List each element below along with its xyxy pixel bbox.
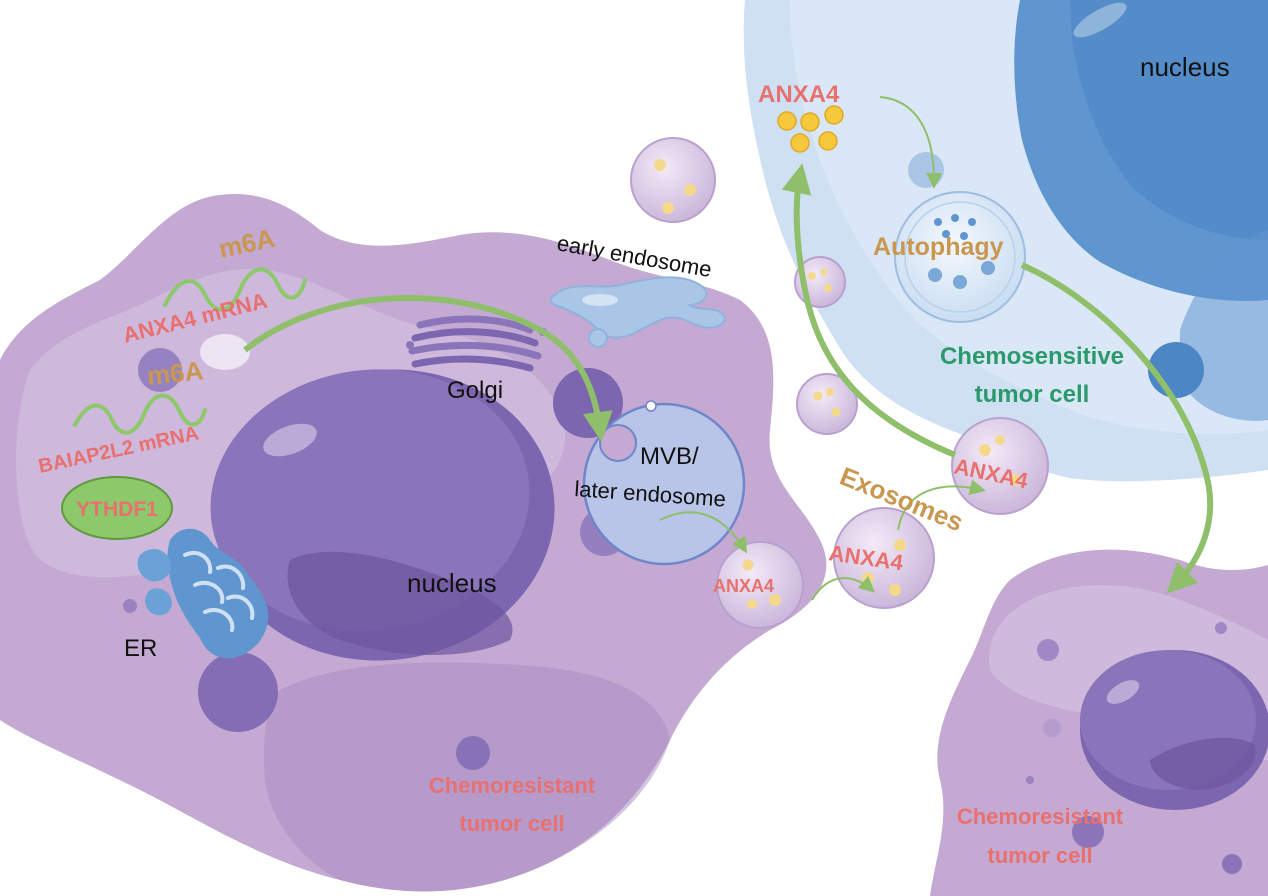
autophagosome [894, 191, 1026, 323]
arrow-autophagy-to-resistance [1020, 262, 1214, 594]
autophagy-label: Autophagy [873, 233, 1004, 261]
anxa4-particles [777, 105, 844, 153]
arrow-anxa4-to-autophagy [879, 96, 943, 189]
nucleus-top-label: nucleus [1140, 52, 1230, 82]
anxa4-mrna-strand [163, 267, 307, 312]
arrow-mvb-to-exosome [659, 511, 748, 554]
chemoresistant-right-label-2: tumor cell [987, 843, 1092, 868]
chemoresistant-left-label-2: tumor cell [459, 811, 564, 836]
exosome [630, 137, 716, 223]
chemoresistant-right-label-1: Chemoresistant [957, 804, 1124, 829]
ythdf1-protein [61, 476, 173, 540]
chemoresistant-left-label-1: Chemoresistant [429, 773, 596, 798]
mvb-label-line1: MVB/ [640, 443, 699, 470]
m6a-label-mid: m6A [145, 355, 204, 391]
chemosensitive-label-1: Chemosensitive [940, 343, 1124, 370]
ythdf1-label: YTHDF1 [76, 498, 158, 521]
chemoresistant-cell-right [930, 549, 1268, 896]
endoplasmic-reticulum [137, 528, 269, 659]
exosome [716, 541, 804, 629]
arrow-uptake [781, 163, 957, 458]
early-endosome [549, 276, 727, 348]
golgi-label: Golgi [447, 377, 503, 404]
arrow-mrna-to-mvb [243, 295, 613, 442]
exosome [796, 373, 858, 435]
arrow-exosome-transfer [811, 576, 876, 601]
chemoresistant-cell-left [0, 194, 827, 892]
anxa4-exosome-label-1: ANXA4 [713, 576, 774, 596]
nucleus-left [210, 369, 555, 661]
chemosensitive-label-2: tumor cell [975, 381, 1090, 408]
nucleus-left-label: nucleus [407, 568, 497, 598]
anxa4-top-label: ANXA4 [758, 81, 840, 108]
baiap2l2-mrna-strand [73, 393, 207, 435]
er-label: ER [124, 635, 157, 662]
arrow-exosome-to-cell [897, 479, 986, 531]
